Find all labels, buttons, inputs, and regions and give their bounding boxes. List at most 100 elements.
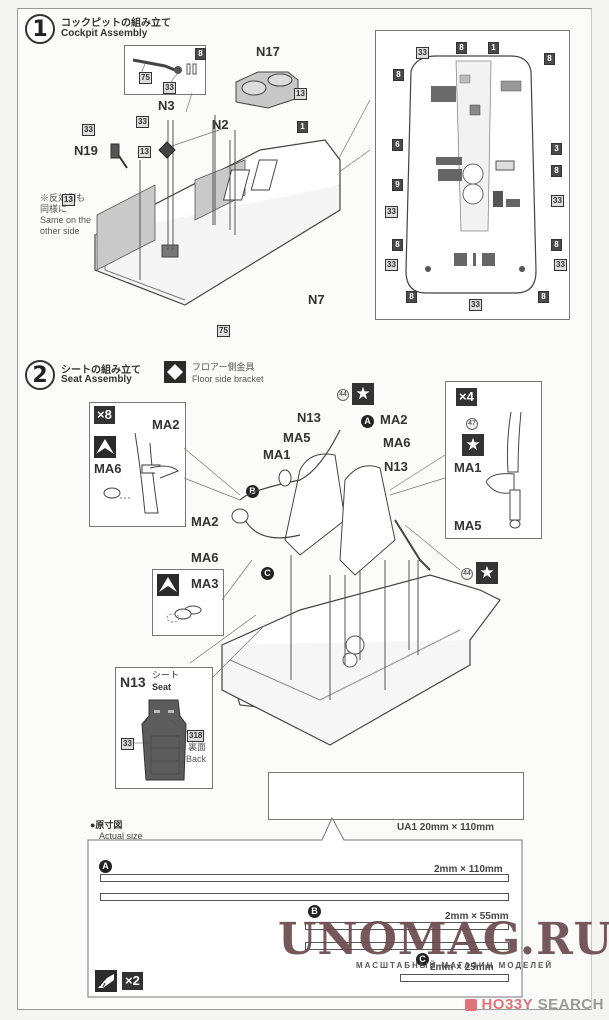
- strip-c-size: 2mm × 25mm: [430, 962, 494, 973]
- label-n13-b: N13: [384, 459, 408, 474]
- topview-callout-c1: 33: [416, 47, 429, 59]
- part-75-floor: 75: [217, 325, 230, 337]
- cockpit-tub-drawing: [94, 115, 341, 306]
- topview-callout-c8: 33: [385, 206, 398, 218]
- part-33-n19: 33: [82, 124, 95, 136]
- topview-callout-c16: 33: [554, 259, 567, 271]
- label-ma6-inset: MA6: [94, 461, 122, 476]
- strip-b-marker: B: [308, 905, 321, 918]
- label-ma1-inset: MA1: [454, 460, 482, 475]
- part-75-label: 75: [139, 72, 152, 84]
- belt-inset-x4: ×4 47 ★ MA1 MA5: [445, 381, 542, 539]
- part-13-n3: 13: [138, 146, 151, 158]
- step-1-title-en: Cockpit Assembly: [61, 28, 148, 39]
- topview-callout-c9: 3: [551, 143, 562, 155]
- hobby-search-logo: HO33Y SEARCH: [465, 996, 604, 1014]
- step-1-number: 1: [25, 14, 55, 44]
- topview-callout-c6: 6: [392, 139, 403, 151]
- tub-top-view-drawing: [405, 55, 537, 294]
- star-icon-top: ★: [352, 383, 374, 405]
- knob-n3-drawing: [158, 141, 176, 159]
- seat-back-en: Back: [186, 754, 207, 764]
- step-1-title-jp: コックピットの組み立て: [61, 18, 171, 29]
- marker-c: C: [261, 567, 274, 580]
- seat-part-318: 318: [187, 730, 205, 742]
- label-ma6-left: MA6: [191, 550, 219, 565]
- actual-size-title-en: Actual size: [99, 831, 143, 841]
- belt-inset-x8: ×8 MA2 MA6: [89, 402, 186, 527]
- label-ma2-top: MA2: [380, 412, 408, 427]
- hobby-search-icon: [465, 998, 477, 1011]
- topview-callout-c4: 8: [393, 69, 404, 81]
- label-ma3: MA3: [191, 576, 219, 591]
- ma3-part-drawing: [166, 605, 202, 623]
- strip-b-1: [305, 922, 509, 930]
- step-2-number: 2: [25, 360, 55, 390]
- topview-callout-c13: 33: [385, 259, 398, 271]
- note-en-line1: Same on the: [40, 215, 92, 225]
- strip-a-marker: A: [99, 860, 112, 873]
- bracket-n19-drawing: [110, 143, 128, 169]
- part-44-circle-top: 44: [337, 389, 349, 401]
- label-n19: N19: [74, 143, 98, 158]
- topview-callout-c2: 8: [456, 42, 467, 54]
- label-n7: N7: [308, 292, 325, 307]
- topview-callout-c17: 8: [538, 291, 549, 303]
- strip-b-size: 2mm × 55mm: [445, 911, 509, 922]
- hobby-search-part1: HO33Y: [481, 996, 534, 1013]
- multiplier-x2: ×2: [122, 972, 143, 990]
- upward-bracket-icon-ma3: [157, 574, 179, 596]
- console-n17-drawing: [235, 71, 299, 109]
- belt-buckle-drawing: [103, 432, 179, 514]
- label-n3: N3: [158, 98, 175, 113]
- label-n17: N17: [256, 44, 280, 59]
- brake-inset: 8 75 33: [124, 45, 206, 95]
- part-33-n3: 33: [136, 116, 149, 128]
- watermark-subtitle: МАСШТАБНЫЙ МАГАЗИН МОДЕЛЕЙ: [356, 961, 554, 970]
- topview-callout-c10: 8: [551, 165, 562, 177]
- star-icon-inset: ★: [462, 434, 484, 456]
- topview-callout-c12: 8: [392, 239, 403, 251]
- marker-a: A: [361, 415, 374, 428]
- strip-c-marker: C: [416, 953, 429, 966]
- watermark-unomag: UNOMAG.RU: [278, 914, 609, 965]
- ma3-inset: MA3: [152, 569, 224, 636]
- topview-callout-c3: 1: [488, 42, 499, 54]
- label-n2: N2: [212, 117, 229, 132]
- legend-floor-bracket-en: Floor side bracket: [192, 374, 264, 384]
- strip-b-2: [305, 942, 509, 950]
- topview-callout-c7: 9: [392, 179, 403, 191]
- seat-back-drawing: [130, 699, 189, 781]
- note-jp-line2: 同様に: [40, 204, 68, 214]
- note-en-line2: other side: [40, 226, 80, 236]
- label-ma1: MA1: [263, 447, 291, 462]
- topview-callout-c14: 8: [406, 291, 417, 303]
- upward-bracket-icon: [94, 436, 116, 458]
- seat-inset-n13: N13: [120, 674, 146, 690]
- part-1-label: 1: [297, 121, 308, 133]
- part-13-side: 13: [62, 194, 75, 206]
- label-ma6-top: MA6: [383, 435, 411, 450]
- seat-n13-inset: N13 シート Seat 33 318 裏面 Back: [115, 667, 213, 789]
- step-2-title-en: Seat Assembly: [61, 374, 132, 385]
- top-view-inset: 33 8 1 8 8 6 9 33 3 8 33 8 33 8 8 33 8 3…: [375, 30, 570, 320]
- topview-callout-c5: 8: [544, 53, 555, 65]
- label-ma2-inset: MA2: [152, 417, 180, 432]
- part-33-label: 33: [163, 82, 176, 94]
- hobby-search-part2: SEARCH: [537, 996, 604, 1013]
- seat-part-33: 33: [121, 738, 134, 750]
- brake-lever-drawing: [132, 58, 197, 83]
- multiplier-x8: ×8: [94, 406, 115, 424]
- shoulder-belt-drawing: [485, 411, 522, 529]
- floor-bracket-icon: [164, 361, 186, 383]
- strip-a-2: [100, 893, 509, 901]
- ua1-size-label: UA1 20mm × 110mm: [397, 822, 495, 833]
- seat-inset-title-en: Seat: [152, 682, 172, 692]
- actual-size-title-jp: ●原寸図: [90, 820, 123, 830]
- topview-callout-c11: 33: [551, 195, 564, 207]
- multiplier-x4: ×4: [456, 388, 477, 406]
- topview-callout-c18: 33: [469, 299, 482, 311]
- label-n13-a: N13: [297, 410, 321, 425]
